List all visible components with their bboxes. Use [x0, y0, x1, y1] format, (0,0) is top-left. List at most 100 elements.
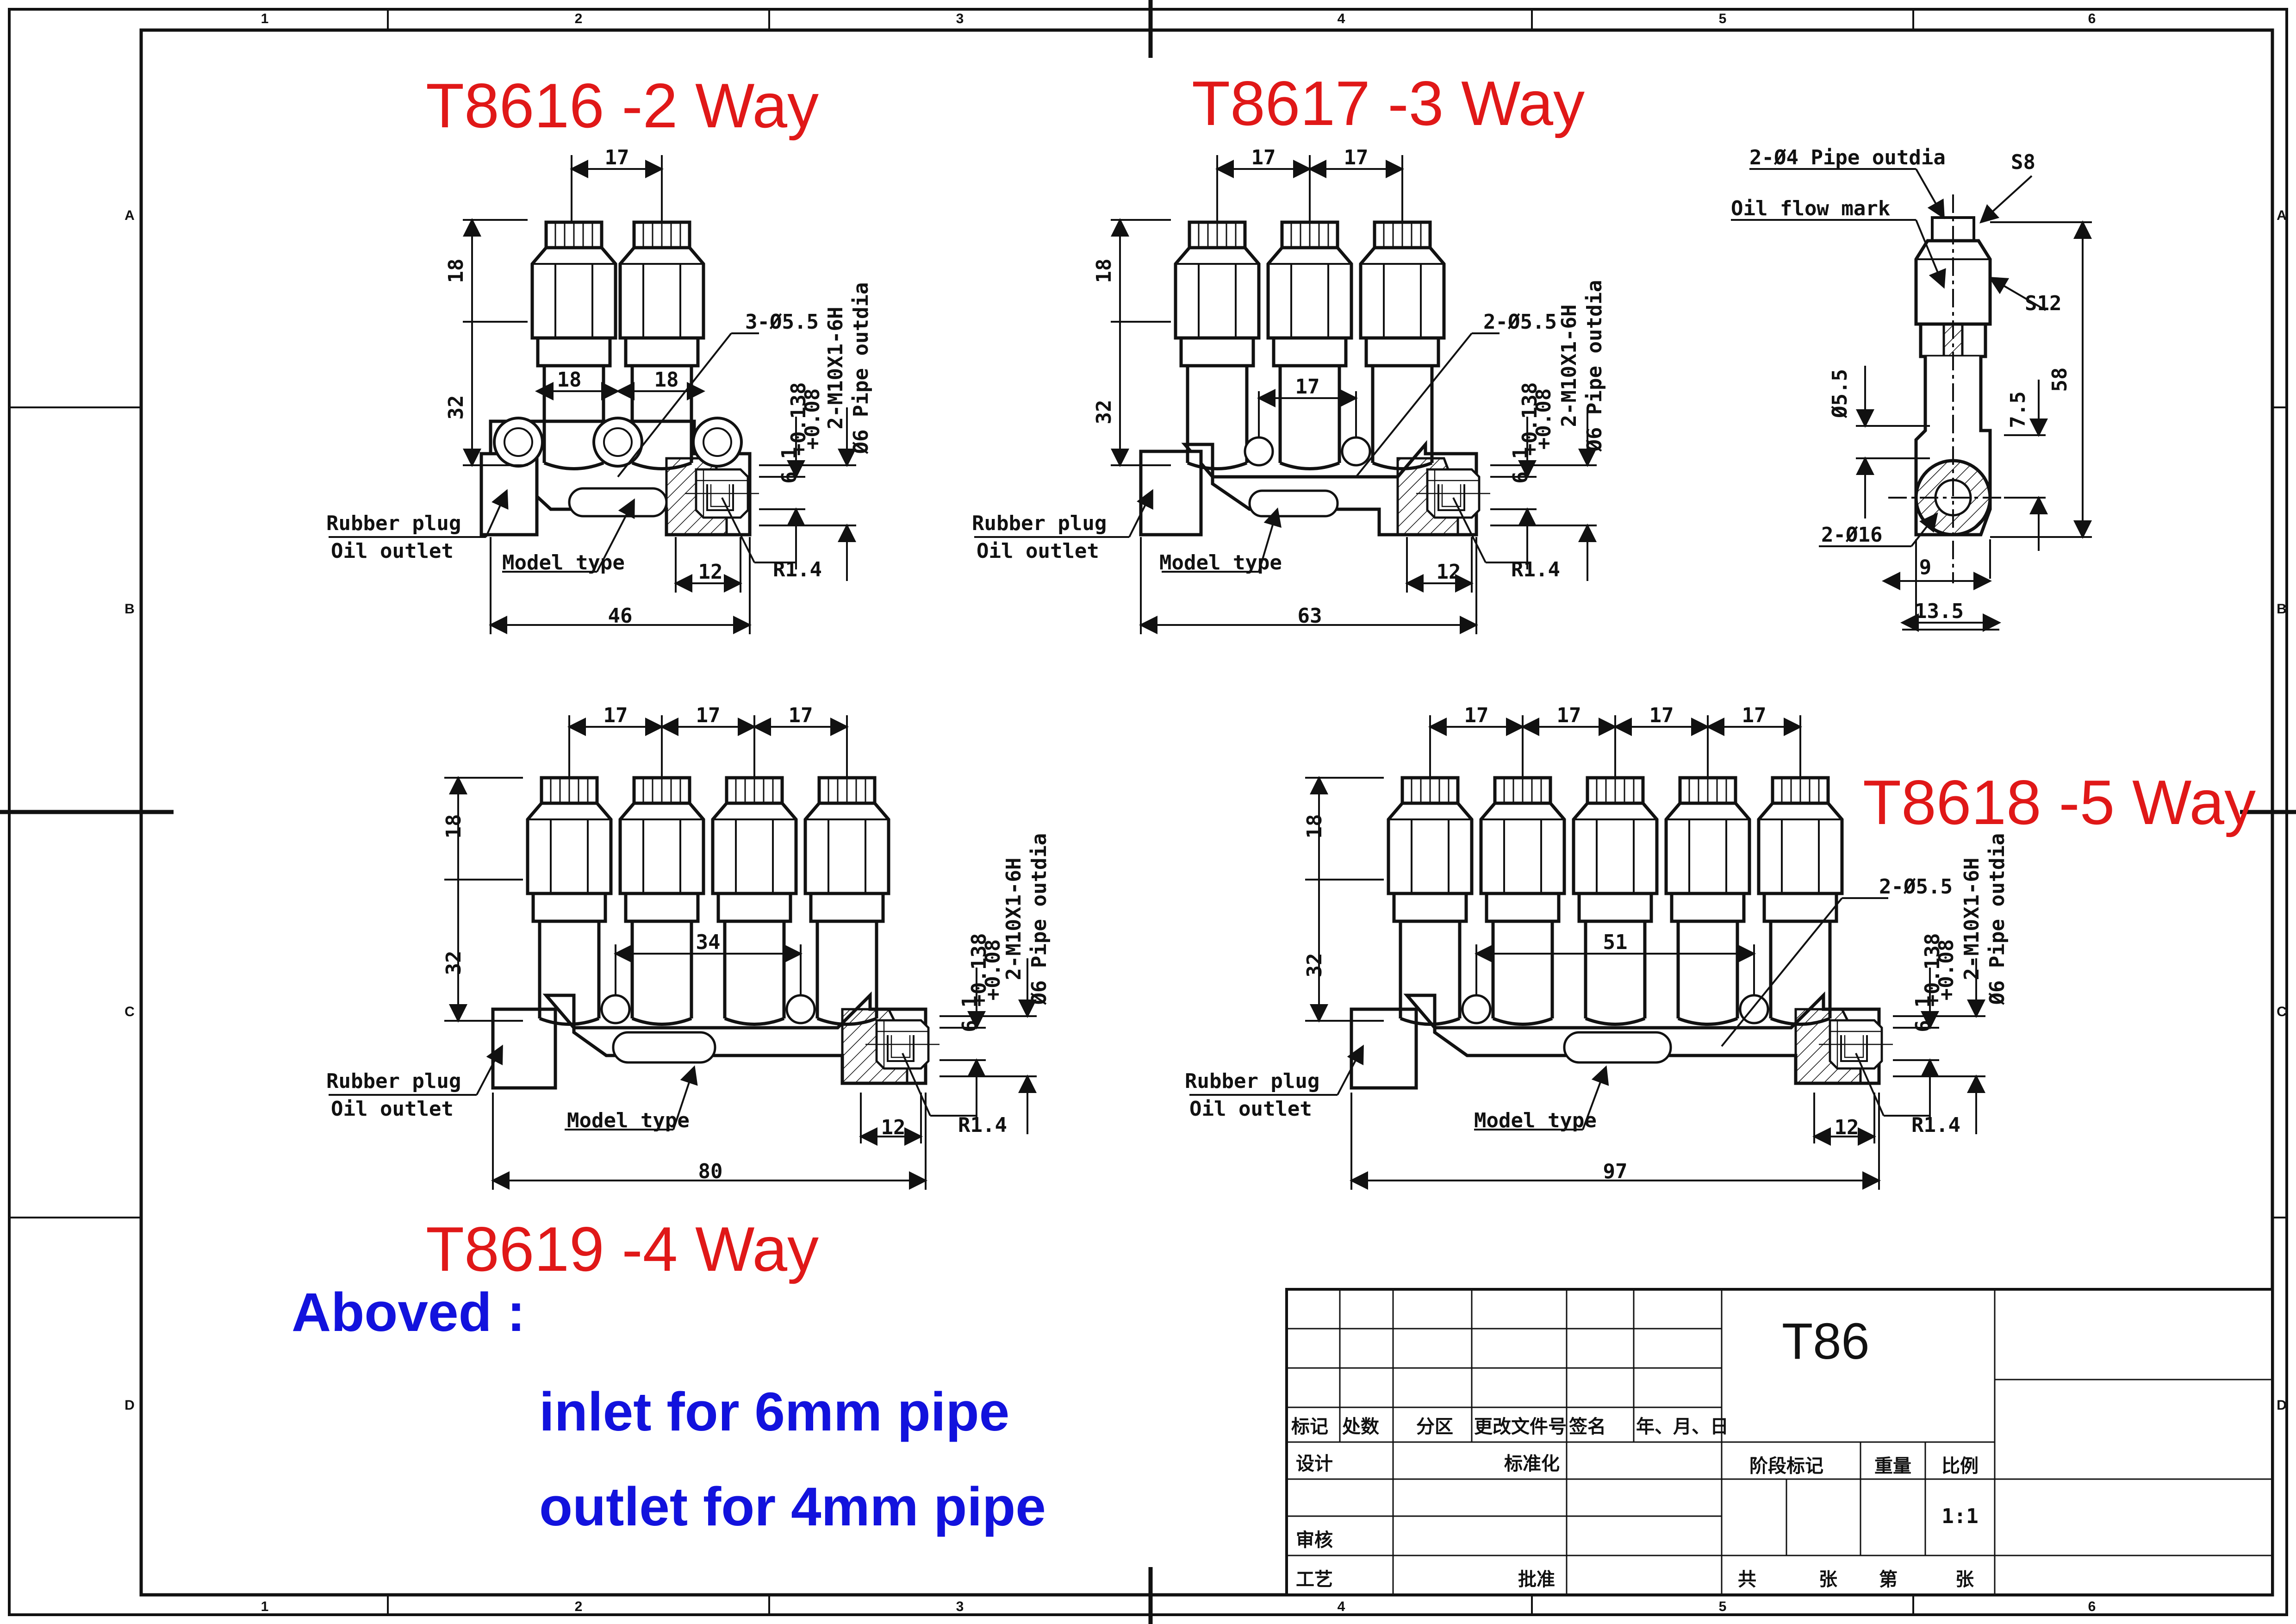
t8617-dim-17c: 17 — [1295, 375, 1320, 399]
t8616-tol-main: 6.1 — [778, 447, 801, 483]
row-label-d-right: D — [2277, 1398, 2287, 1413]
t8617-hole: 2-Ø5.5 — [1483, 310, 1557, 334]
t8617-tol-upper: +0.138 — [1518, 382, 1542, 456]
tb-scale-value: 1:1 — [1941, 1505, 1978, 1528]
row-label-d: D — [124, 1398, 135, 1413]
t8619-dim-17a: 17 — [604, 704, 628, 727]
t8617-dim-32: 32 — [1092, 400, 1116, 425]
title-block: T86 标记 处数 分区 更改文件号 签名 年、月、日 设计 标准化 审核 工艺… — [1285, 1288, 2274, 1596]
t8618-dim-51: 51 — [1603, 931, 1628, 954]
t8618-dim-17c: 17 — [1649, 704, 1674, 727]
col-label-6: 6 — [2088, 11, 2096, 26]
t8617-pipe-outdia: Ø6 Pipe outdia — [1583, 280, 1606, 452]
t8617-rubber-plug: Rubber plug — [972, 512, 1107, 535]
t8616-thread: 2-M10X1-6H — [824, 307, 847, 430]
tb-date: 年、月、日 — [1636, 1416, 1729, 1437]
col-label-5-bottom: 5 — [1719, 1599, 1727, 1614]
side-pipe-outdia: 2-Ø4 Pipe outdia — [1749, 146, 1946, 169]
t8618-thread: 2-M10X1-6H — [1960, 858, 1984, 981]
t8618-dim-18: 18 — [1303, 814, 1326, 839]
t8616-r14: R1.4 — [773, 558, 822, 581]
col-label-6-bottom: 6 — [2088, 1599, 2096, 1614]
t8617-dim-18: 18 — [1092, 259, 1116, 283]
side-d55: Ø5.5 — [1828, 369, 1852, 418]
tb-approve: 批准 — [1518, 1569, 1555, 1590]
tb-sheet-no: 第 — [1879, 1569, 1898, 1590]
view-t8618: 17 17 17 17 18 32 51 2-Ø5.5 +0.138 +0.08… — [1185, 704, 2009, 1190]
t8616-tol-lower: +0.08 — [801, 388, 824, 450]
t8618-dim-17a: 17 — [1464, 704, 1489, 727]
t8616-total: 46 — [608, 604, 633, 628]
t8619-rubber-plug: Rubber plug — [326, 1069, 461, 1093]
tb-weight: 重量 — [1874, 1455, 1911, 1477]
t8619-pipe-outdia: Ø6 Pipe outdia — [1027, 833, 1051, 1006]
tb-stage-mark: 阶段标记 — [1749, 1455, 1823, 1477]
view-t8616: 17 18 32 18 18 3-Ø5.5 +0.138 +0.08 6.1 2… — [326, 146, 873, 634]
t8618-dim-32: 32 — [1303, 953, 1326, 978]
col-label-5: 5 — [1719, 11, 1727, 26]
t8619-dim-17b: 17 — [696, 704, 721, 727]
t8617-tol-main: 6.1 — [1509, 447, 1532, 483]
tb-sheets: 张 — [1819, 1569, 1837, 1590]
note-heading: Aboved : — [292, 1282, 525, 1343]
t8617-dim-17b: 17 — [1344, 146, 1369, 169]
t8619-tol-upper: +0.138 — [967, 933, 991, 1007]
t8619-oil-outlet: Oil outlet — [331, 1097, 454, 1121]
t8618-r14: R1.4 — [1911, 1113, 1960, 1137]
t8616-rubber-plug: Rubber plug — [326, 512, 461, 535]
t8616-tol-upper: +0.138 — [787, 382, 810, 456]
t8617-dim-12: 12 — [1437, 560, 1461, 584]
t8616-model-type: Model type — [502, 551, 625, 575]
t8618-model-type: Model type — [1474, 1109, 1597, 1132]
note-inlet: inlet for 6mm pipe — [539, 1381, 1009, 1443]
side-d58: 58 — [2048, 368, 2072, 392]
t8618-total: 97 — [1603, 1160, 1628, 1183]
col-label-1: 1 — [261, 11, 269, 26]
col-label-3: 3 — [956, 11, 964, 26]
t8618-hole: 2-Ø5.5 — [1879, 875, 1953, 899]
col-label-1-bottom: 1 — [261, 1599, 269, 1614]
title-t8617: T8617 -3 Way — [1192, 68, 1585, 138]
tb-standardization: 标准化 — [1504, 1453, 1560, 1474]
t8619-total: 80 — [698, 1160, 723, 1183]
row-label-c: C — [124, 1004, 135, 1019]
t8617-thread: 2-M10X1-6H — [1557, 305, 1581, 427]
t8619-dim-18: 18 — [442, 814, 466, 839]
t8619-tol-lower: +0.08 — [981, 939, 1005, 1000]
t8619-model-type: Model type — [567, 1109, 690, 1132]
t8617-tol-lower: +0.08 — [1532, 388, 1556, 450]
t8616-dim-17: 17 — [605, 146, 629, 169]
tb-total: 共 — [1738, 1569, 1756, 1590]
row-label-c-right: C — [2277, 1004, 2287, 1019]
tb-doc-no: 更改文件号 — [1474, 1416, 1567, 1437]
col-label-2: 2 — [575, 11, 583, 26]
title-t8616: T8616 -2 Way — [426, 70, 819, 141]
t8619-dim-17c: 17 — [789, 704, 813, 727]
t8618-oil-outlet: Oil outlet — [1189, 1097, 1312, 1121]
t8618-tol-main: 6.1 — [1911, 995, 1935, 1032]
t8616-oil-outlet: Oil outlet — [331, 539, 454, 563]
t8618-dim-12: 12 — [1835, 1116, 1859, 1139]
col-label-3-bottom: 3 — [956, 1599, 964, 1614]
t8616-hole: 3-Ø5.5 — [745, 310, 819, 334]
tb-signature: 签名 — [1569, 1416, 1606, 1437]
title-t8618: T8618 -5 Way — [1863, 767, 2256, 837]
t8616-pipe-outdia: Ø6 Pipe outdia — [849, 282, 873, 455]
t8619-dim-34: 34 — [696, 931, 721, 954]
row-label-b: B — [124, 601, 135, 617]
tb-zone: 分区 — [1416, 1416, 1453, 1437]
t8616-dim-12: 12 — [698, 560, 723, 584]
row-label-a: A — [124, 208, 135, 223]
tb-count: 处数 — [1342, 1416, 1379, 1437]
t8618-pipe-outdia: Ø6 Pipe outdia — [1985, 833, 2009, 1006]
t8619-dim-12: 12 — [881, 1116, 906, 1139]
side-d9: 9 — [1919, 556, 1932, 579]
t8617-oil-outlet: Oil outlet — [977, 539, 1099, 563]
tb-process: 工艺 — [1296, 1569, 1333, 1590]
t8618-dim-17d: 17 — [1742, 704, 1767, 727]
row-label-b-right: B — [2277, 601, 2287, 617]
t8616-dim-18b: 18 — [654, 368, 679, 392]
t8617-model-type: Model type — [1159, 551, 1282, 575]
